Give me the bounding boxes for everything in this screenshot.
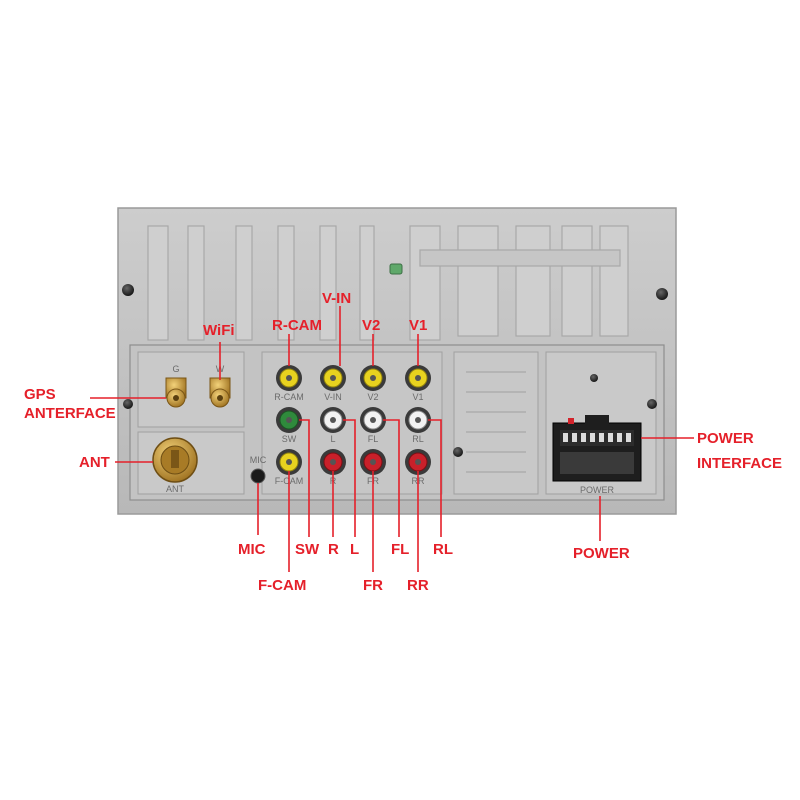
callout-ant: ANT — [79, 454, 110, 471]
rca-jack-icon — [405, 365, 431, 391]
emb-mic: MIC — [250, 455, 267, 465]
callout-gps: GPS — [24, 386, 56, 403]
mic-jack — [250, 468, 266, 484]
antenna-connector-icon — [165, 377, 187, 408]
callout-v2: V2 — [362, 317, 381, 334]
screw-icon — [590, 374, 598, 382]
rca-jacks — [276, 365, 431, 475]
screw-icon — [122, 284, 134, 296]
callout-gps-sub: ANTERFACE — [24, 405, 116, 422]
rca-jack-icon — [360, 449, 386, 475]
rca-jack-icon — [276, 407, 302, 433]
callout-fr: FR — [363, 577, 383, 594]
callout-power-interface-2: INTERFACE — [697, 455, 783, 472]
antenna-connector-icon — [209, 377, 231, 408]
callout-l: L — [350, 541, 360, 558]
rca-jack-icon — [360, 407, 386, 433]
emb-r-cam: R-CAM — [274, 392, 304, 402]
emb-ant: ANT — [166, 484, 185, 494]
rca-jack-icon — [276, 365, 302, 391]
rca-jack-icon — [320, 365, 346, 391]
top-ribs — [147, 225, 629, 341]
emb-g: G — [172, 364, 179, 374]
rca-jack-icon — [320, 407, 346, 433]
callout-rr: RR — [407, 577, 429, 594]
callout-fl: FL — [391, 541, 410, 558]
antenna-connector-icon — [152, 437, 198, 483]
callout-v1: V1 — [409, 317, 428, 334]
emb-v1: V1 — [412, 392, 423, 402]
led-indicator — [389, 263, 403, 275]
emb-sw: SW — [282, 434, 297, 444]
power-connector-icon — [552, 415, 642, 482]
callout-wifi: WiFi — [203, 322, 235, 339]
screw-icon — [453, 447, 463, 457]
screw-icon — [656, 288, 668, 300]
callout-leader-lines — [90, 306, 694, 572]
emb-rl: RL — [412, 434, 424, 444]
emb-v-in: V-IN — [324, 392, 342, 402]
screw-icon — [647, 399, 657, 409]
callout-r-cam: R-CAM — [272, 317, 322, 334]
emb-power: POWER — [580, 485, 615, 495]
callout-power: POWER — [573, 545, 630, 562]
emb-l: L — [330, 434, 335, 444]
rca-jack-icon — [405, 407, 431, 433]
callout-rl: RL — [433, 541, 453, 558]
screw-icon — [123, 399, 133, 409]
callout-f-cam: F-CAM — [258, 577, 307, 594]
rca-jack-icon — [320, 449, 346, 475]
callout-v-in: V-IN — [322, 290, 352, 307]
rca-jack-icon — [276, 449, 302, 475]
emb-fl: FL — [368, 434, 379, 444]
screws — [122, 284, 668, 457]
callout-sw: SW — [295, 541, 320, 558]
callout-r: R — [328, 541, 339, 558]
callout-power-interface-1: POWER — [697, 430, 754, 447]
callout-mic: MIC — [238, 541, 266, 558]
rca-jack-icon — [360, 365, 386, 391]
emb-v2: V2 — [367, 392, 378, 402]
